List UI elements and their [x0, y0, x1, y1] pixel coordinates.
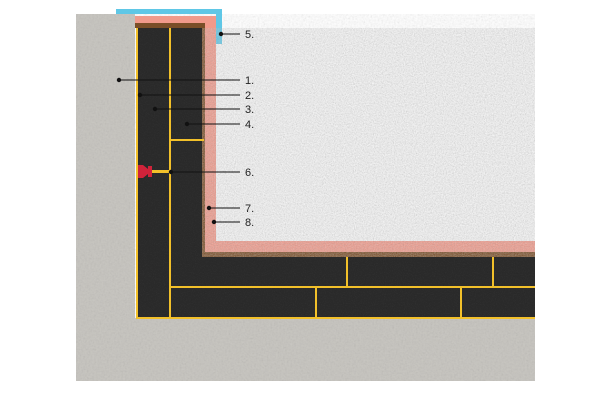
board-joints	[136, 28, 535, 319]
label-4: 4.	[245, 119, 254, 131]
label-1: 1.	[245, 75, 254, 87]
leader-5	[218, 31, 240, 37]
insulation-boards	[137, 28, 535, 318]
anchor-shaft	[144, 170, 172, 173]
callout-labels: 1. 2. 3. 4. 5. 6. 7. 8.	[245, 29, 254, 229]
leader-1	[116, 77, 240, 83]
label-8: 8.	[245, 217, 254, 229]
label-6: 6.	[245, 167, 254, 179]
anchor-head	[138, 165, 148, 178]
vertical-board-inner-top	[170, 28, 202, 140]
vertical-board-inner-bottom	[170, 140, 202, 287]
concrete-substrate	[76, 14, 535, 381]
label-5: 5.	[245, 29, 254, 41]
leader-6	[168, 169, 240, 175]
anchor-plate	[148, 166, 152, 177]
outer-membrane-layer	[135, 16, 535, 252]
leader-4	[184, 121, 240, 127]
leader-8	[211, 219, 240, 225]
label-3: 3.	[245, 104, 254, 116]
leader-2	[137, 92, 240, 98]
callout-leaders	[116, 31, 240, 225]
horizontal-board-bottom-row	[137, 287, 535, 318]
anchor-fastener	[138, 165, 172, 178]
joint-outer-left	[136, 28, 535, 319]
leader-3	[152, 106, 240, 112]
leader-7	[206, 205, 240, 211]
label-7: 7.	[245, 203, 254, 215]
label-2: 2.	[245, 90, 254, 102]
top-waterproofing-strip	[116, 9, 222, 44]
horizontal-board-top-row	[202, 257, 535, 287]
